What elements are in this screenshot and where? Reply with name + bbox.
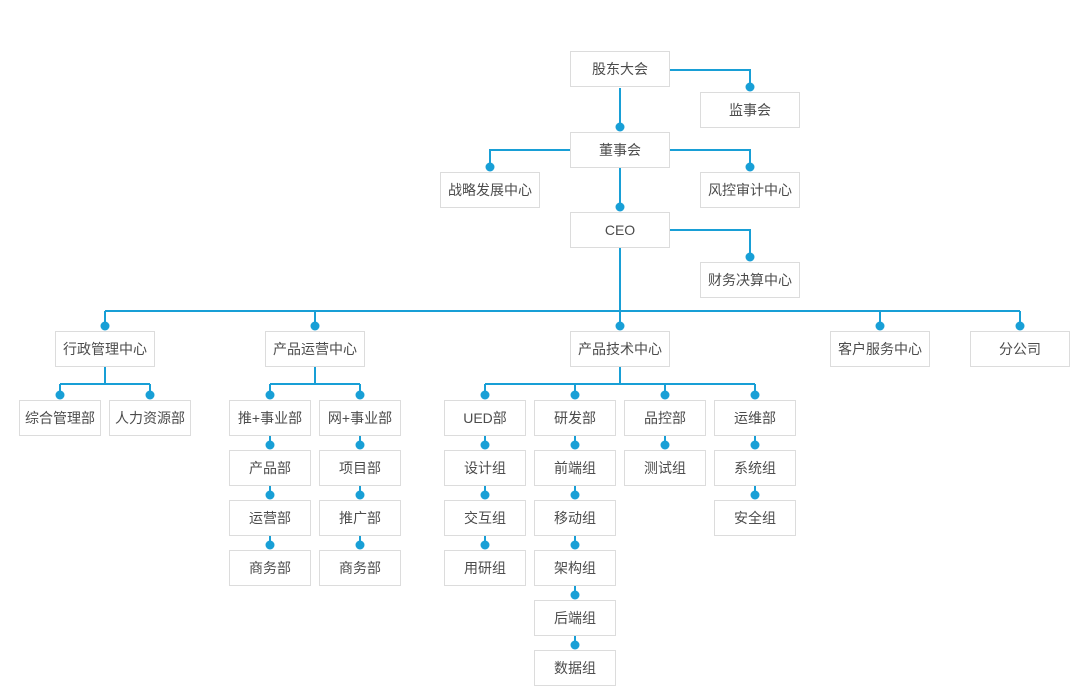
connector-dot xyxy=(310,321,320,331)
connector-dot xyxy=(55,390,65,400)
connector-dot xyxy=(480,440,490,450)
node-qc-dept: 品控部 xyxy=(624,400,706,436)
node-backend-team: 后端组 xyxy=(534,600,616,636)
connector-dot xyxy=(660,390,670,400)
connector-dot xyxy=(745,252,755,262)
connector-dot xyxy=(480,390,490,400)
connector-dot xyxy=(485,162,495,172)
node-ops-maintenance-dept: 运维部 xyxy=(714,400,796,436)
connector-dot xyxy=(615,202,625,212)
node-rd-dept: 研发部 xyxy=(534,400,616,436)
node-finance-center: 财务决算中心 xyxy=(700,262,800,298)
connector-dot xyxy=(660,440,670,450)
connector-dot xyxy=(480,540,490,550)
connector-dot xyxy=(570,640,580,650)
node-user-research-team: 用研组 xyxy=(444,550,526,586)
node-frontend-team: 前端组 xyxy=(534,450,616,486)
connector-dot xyxy=(265,390,275,400)
node-risk-audit-center: 风控审计中心 xyxy=(700,172,800,208)
node-shareholders-meeting: 股东大会 xyxy=(570,51,670,87)
node-branch-company: 分公司 xyxy=(970,331,1070,367)
connector-dot xyxy=(570,490,580,500)
node-product-dept: 产品部 xyxy=(229,450,311,486)
connector-dot xyxy=(570,590,580,600)
node-supervisory-board: 监事会 xyxy=(700,92,800,128)
node-mobile-team: 移动组 xyxy=(534,500,616,536)
node-design-team: 设计组 xyxy=(444,450,526,486)
connector-dot xyxy=(265,490,275,500)
connector-dot xyxy=(750,390,760,400)
connector-dot xyxy=(145,390,155,400)
node-product-ops-center: 产品运营中心 xyxy=(265,331,365,367)
connector-dot xyxy=(355,390,365,400)
node-product-tech-center: 产品技术中心 xyxy=(570,331,670,367)
node-data-team: 数据组 xyxy=(534,650,616,686)
node-hr-dept: 人力资源部 xyxy=(109,400,191,436)
connector-dots xyxy=(55,82,1025,650)
node-business-dept-tui: 商务部 xyxy=(229,550,311,586)
node-system-team: 系统组 xyxy=(714,450,796,486)
connector-dot xyxy=(355,490,365,500)
connector-dot xyxy=(570,540,580,550)
connector-dot xyxy=(875,321,885,331)
node-project-dept: 项目部 xyxy=(319,450,401,486)
node-business-dept-wang: 商务部 xyxy=(319,550,401,586)
connector-dot xyxy=(480,490,490,500)
node-wang-division: 网+事业部 xyxy=(319,400,401,436)
node-security-team: 安全组 xyxy=(714,500,796,536)
node-customer-service-center: 客户服务中心 xyxy=(830,331,930,367)
connector-dot xyxy=(1015,321,1025,331)
connector-dot xyxy=(100,321,110,331)
node-board-of-directors: 董事会 xyxy=(570,132,670,168)
connector-dot xyxy=(265,440,275,450)
connector-dot xyxy=(750,440,760,450)
node-ceo: CEO xyxy=(570,212,670,248)
connector-dot xyxy=(355,440,365,450)
connector-dot xyxy=(615,122,625,132)
connector-dot xyxy=(745,162,755,172)
node-strategy-center: 战略发展中心 xyxy=(440,172,540,208)
node-testing-team: 测试组 xyxy=(624,450,706,486)
node-tui-division: 推+事业部 xyxy=(229,400,311,436)
node-general-management-dept: 综合管理部 xyxy=(19,400,101,436)
connector-dot xyxy=(570,390,580,400)
connector-dot xyxy=(745,82,755,92)
connector-dot xyxy=(750,490,760,500)
node-promotion-dept: 推广部 xyxy=(319,500,401,536)
connector-dot xyxy=(570,440,580,450)
node-architecture-team: 架构组 xyxy=(534,550,616,586)
node-admin-center: 行政管理中心 xyxy=(55,331,155,367)
node-operations-dept: 运营部 xyxy=(229,500,311,536)
connector-dot xyxy=(355,540,365,550)
connector-dot xyxy=(615,321,625,331)
node-interaction-team: 交互组 xyxy=(444,500,526,536)
node-ued-dept: UED部 xyxy=(444,400,526,436)
connector-dot xyxy=(265,540,275,550)
